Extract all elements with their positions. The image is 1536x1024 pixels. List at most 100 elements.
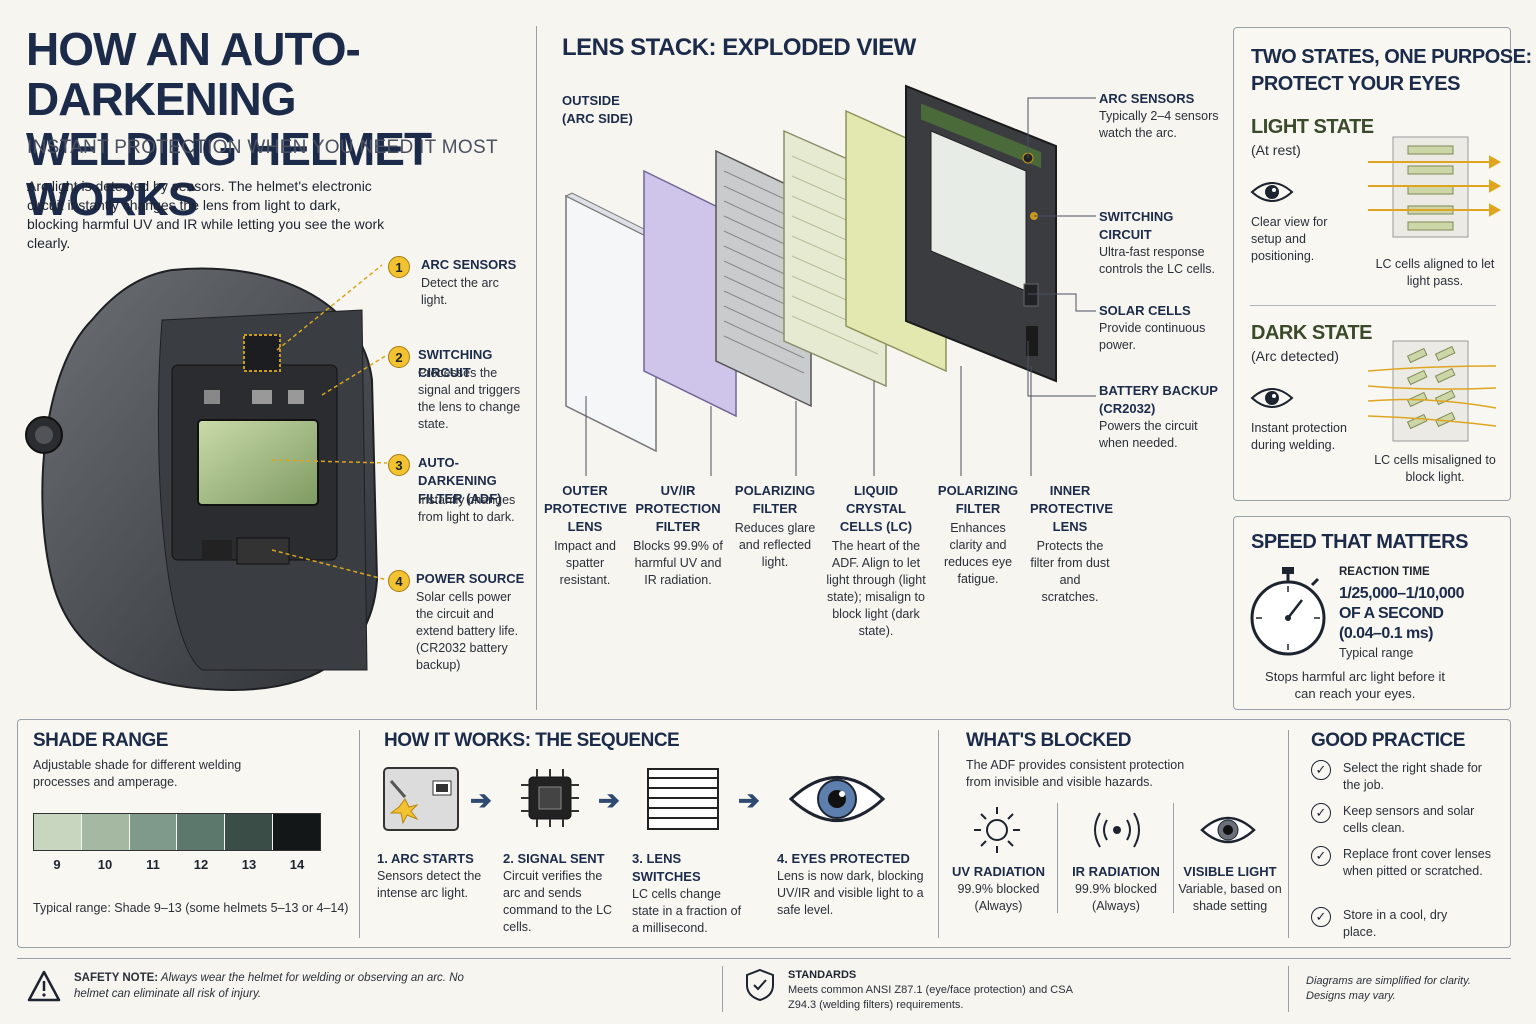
blocked-item-title: UV RADIATION [952,864,1045,879]
blocked-item-line1: Variable, based on [1178,882,1282,896]
disclaimer-line1: Diagrams are simplified for clarity. [1306,975,1471,987]
blocked-desc: The ADF provides consistent protection f… [966,758,1185,789]
checkmark-icon: ✓ [1311,803,1331,823]
page-title-line2: WELDING HELMET WORKS [26,123,432,225]
eye-icon [1250,182,1294,202]
shade-label: 9 [53,857,61,872]
side-callout-text: Ultra-fast response controls the LC cell… [1099,245,1216,276]
states-title-line1: TWO STATES, ONE PURPOSE: [1251,46,1532,68]
light-state-sub: (At rest) [1251,142,1301,158]
callout-text: Solar cells power the circuit and extend… [416,590,519,672]
sequence-title: HOW IT WORKS: THE SEQUENCE [384,730,680,751]
radiation-waves-icon [1094,812,1140,848]
callout-title: POWER SOURCE [416,571,525,586]
blocked-uv: UV RADIATION 99.9% blocked (Always) [951,863,1046,915]
divider [536,26,537,710]
shade-label: 10 [97,857,113,872]
layer-title: POLARIZING FILTER [937,483,1019,516]
layer-text: Protects the filter from dust and scratc… [1030,539,1110,604]
checkmark-icon: ✓ [1311,846,1331,866]
shade-title: SHADE RANGE [33,730,168,751]
disclaimer: Diagrams are simplified for clarity. Des… [1306,974,1471,1004]
dark-state-caption: LC cells misaligned to block light. [1374,453,1496,484]
practice-text: Keep sensors and solar cells clean. [1343,804,1475,835]
step-text: LC cells change state in a fraction of a… [632,887,742,935]
lc-aligned-illustration [1368,136,1502,238]
layer-text: The heart of the ADF. Align to let light… [826,539,926,638]
bottom-divider-1 [359,730,360,938]
callout-text: Instantly changes from light to dark. [418,493,516,524]
blocked-divider-1 [1057,803,1058,913]
safety-note: SAFETY NOTE: Always wear the helmet for … [74,970,494,1002]
shield-check-icon [746,968,774,1002]
stopwatch-icon [1250,567,1326,656]
shade-swatch-9 [34,814,81,850]
bottom-divider-2 [938,730,939,938]
layer-title: POLARIZING FILTER [734,483,816,516]
side-callout-text: Provide continuous power. [1099,321,1206,352]
shade-label: 14 [289,857,305,872]
arc-start-icon [383,767,459,831]
step-title: 3. LENS SWITCHES [632,851,701,884]
sequence-step-1: 1. ARC STARTS Sensors detect the intense… [377,850,487,902]
page-title-line1: HOW AN AUTO-DARKENING [26,23,361,125]
callout-number: 1 [388,256,410,278]
shade-desc: Adjustable shade for different welding p… [33,758,242,789]
warning-icon [27,970,61,1002]
layer-title: INNER PROTECTIVE LENS [1030,483,1114,534]
blocked-divider-2 [1173,803,1174,913]
shade-label: 13 [241,857,257,872]
reaction-time-value: 1/25,000–1/10,000 OF A SECOND (0.04–0.1 … [1339,584,1464,644]
side-callout-title: BATTERY BACKUP (CR2032) [1099,383,1218,416]
step-text: Sensors detect the intense arc light. [377,869,482,900]
layer-liquid-crystal: LIQUID CRYSTAL CELLS (LC) The heart of t… [824,482,928,640]
layer-polarizing-filter-2: POLARIZING FILTER Enhances clarity and r… [934,482,1022,588]
footer-rule [17,958,1511,959]
blocked-item-title: IR RADIATION [1072,864,1160,879]
sequence-step-3: 3. LENS SWITCHES LC cells change state i… [632,850,750,937]
lc-misaligned-illustration [1368,340,1497,442]
checkmark-icon: ✓ [1311,907,1331,927]
footer-divider-1 [722,966,723,1012]
intro-text: Arc light is detected by sensors. The he… [27,178,385,251]
callout-title: AUTO-DARKENING FILTER (ADF) [418,455,502,506]
shade-labels: 9 10 11 12 13 14 [33,857,321,872]
eye-icon [1250,388,1294,408]
shade-label: 12 [193,857,209,872]
eye-protected-icon [788,776,886,822]
layer-polarizing-filter-1: POLARIZING FILTER Reduces glare and refl… [734,482,816,571]
practice-text: Replace front cover lenses when pitted o… [1343,847,1491,878]
dark-state-title: DARK STATE [1251,322,1372,344]
practice-title: GOOD PRACTICE [1311,730,1465,751]
callout-text: Processes the signal and triggers the le… [418,366,521,431]
blocked-item-title: VISIBLE LIGHT [1183,864,1277,879]
step-title: 1. ARC STARTS [377,851,474,866]
layer-text: Impact and spatter resistant. [554,539,616,587]
shade-note: Typical range: Shade 9–13 (some helmets … [33,901,349,915]
bottom-divider-3 [1288,730,1289,938]
footer-divider-2 [1288,966,1289,1012]
layer-text: Blocks 99.9% of harmful UV and IR radiat… [633,539,723,587]
outside-label: OUTSIDE (ARC SIDE) [562,93,633,126]
side-callout-text: Powers the circuit when needed. [1099,419,1198,450]
shade-swatch-10 [80,814,129,850]
sequence-arrow: ➔ [598,785,620,815]
reaction-time-label: REACTION TIME [1339,566,1430,578]
callout-text: Detect the arc light. [421,276,499,307]
side-callout-title: ARC SENSORS [1099,91,1195,106]
sun-icon [974,807,1020,853]
layer-uvir-filter: UV/IR PROTECTION FILTER Blocks 99.9% of … [632,482,724,589]
safety-label: SAFETY NOTE: [74,972,159,984]
callout-title: SWITCHING CIRCUIT [418,347,493,380]
standards-label: STANDARDS [788,969,857,981]
layer-title: OUTER PROTECTIVE LENS [544,483,628,534]
layer-text: Reduces glare and reflected light. [734,521,816,569]
side-callout-battery-backup: BATTERY BACKUP (CR2032) Powers the circu… [1099,382,1219,452]
sequence-arrow: ➔ [470,785,492,815]
shade-swatch-14 [272,814,320,850]
callout-number: 4 [388,570,410,592]
step-title: 2. SIGNAL SENT [503,851,605,866]
light-state-caption: LC cells aligned to let light pass. [1375,257,1495,288]
side-callout-solar-cells: SOLAR CELLS Provide continuous power. [1099,302,1219,354]
blocked-ir: IR RADIATION 99.9% blocked (Always) [1067,863,1165,915]
